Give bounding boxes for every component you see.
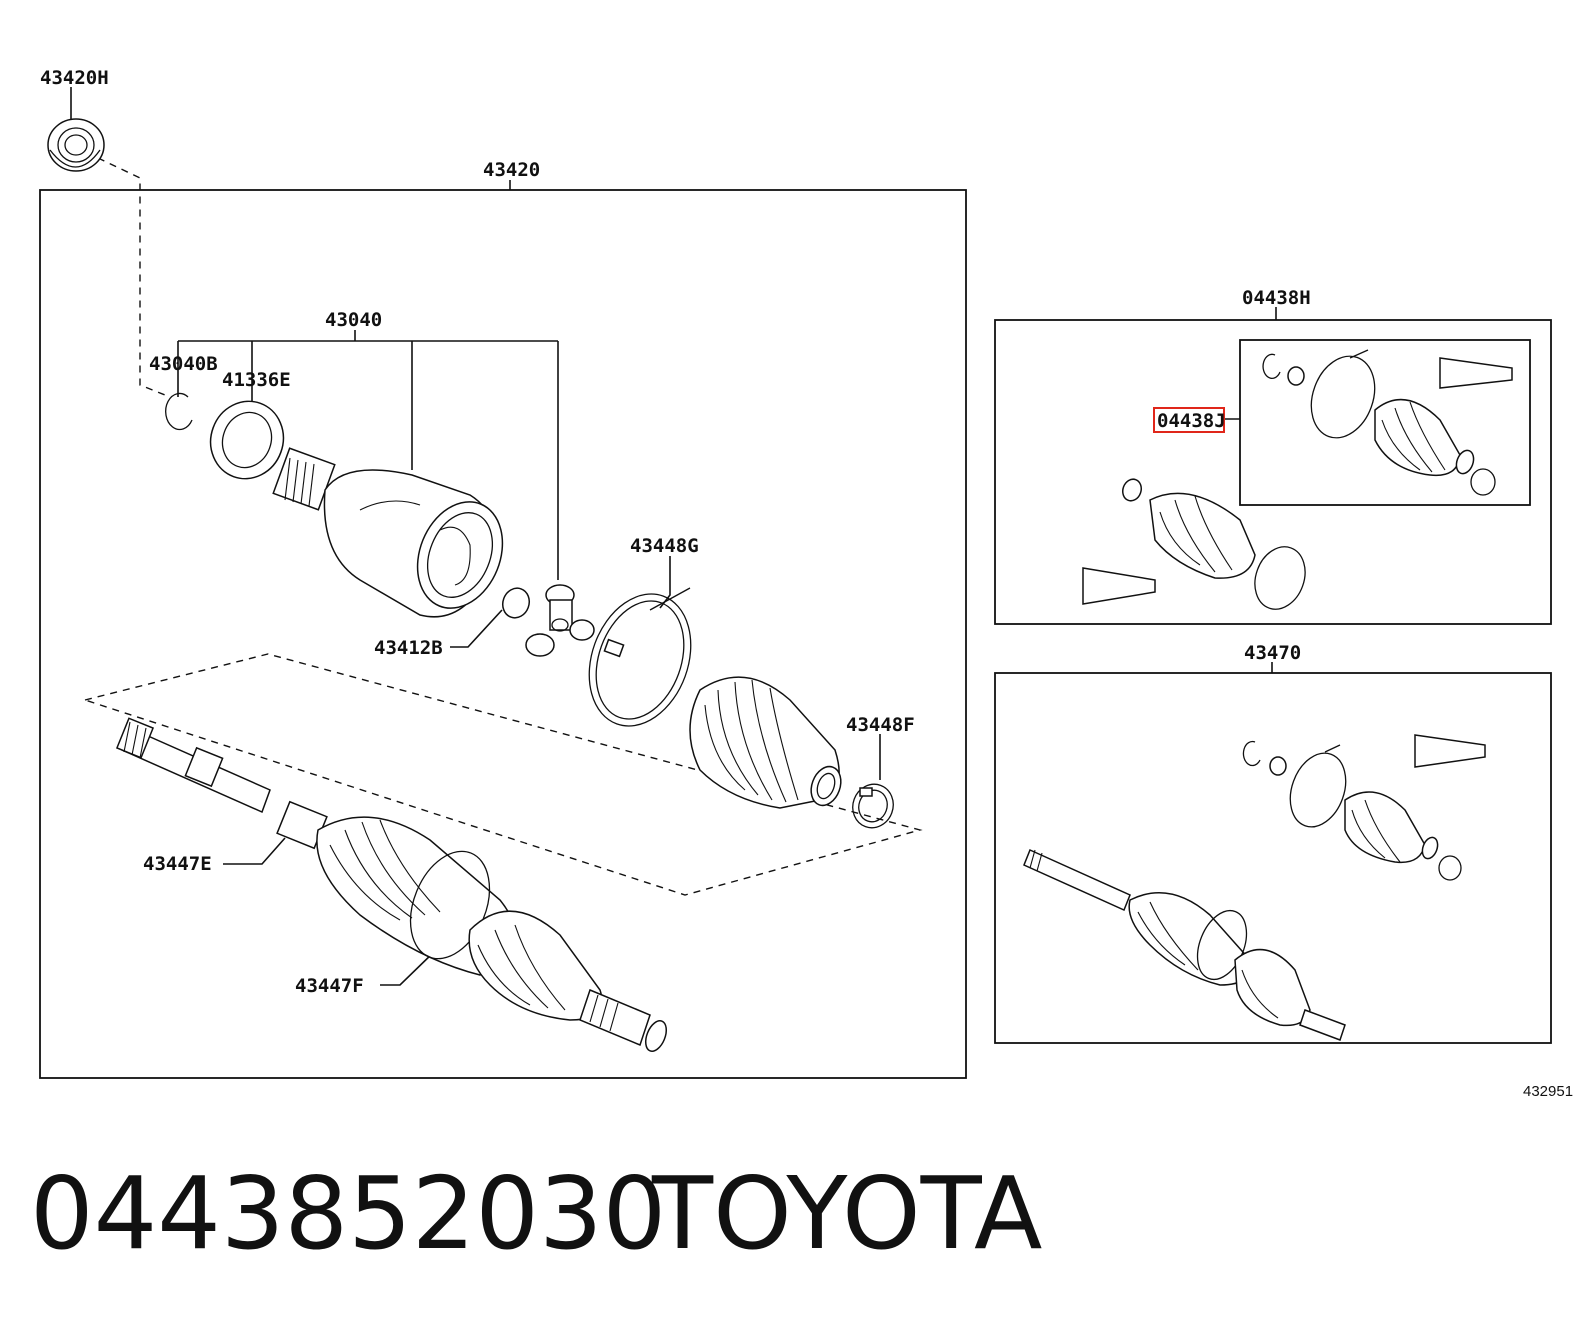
label-41336e: 41336E	[222, 369, 291, 391]
label-43040b: 43040B	[149, 353, 218, 375]
snap-ring-43040b	[165, 392, 193, 431]
frame-43420	[39, 189, 967, 1079]
boot-clamp-43448f	[852, 783, 894, 829]
leader-lines	[70, 87, 1277, 986]
boot-kit-04438h-parts	[1082, 478, 1306, 610]
label-43470: 43470	[1244, 642, 1301, 664]
label-43448f: 43448F	[846, 714, 915, 736]
boot-inboard	[689, 676, 842, 809]
diagram-ref-number: 432951	[1523, 1083, 1573, 1100]
frame-04438j-inner	[1239, 339, 1531, 506]
label-43040: 43040	[325, 309, 382, 331]
highlight-04438j	[1153, 407, 1225, 433]
frame-04438h	[994, 319, 1552, 625]
label-43447f: 43447F	[295, 975, 364, 997]
label-43412b: 43412B	[374, 637, 443, 659]
label-43448g: 43448G	[630, 535, 699, 557]
snap-ring-43412b	[502, 587, 530, 619]
shaft-assembly-43470-parts	[1023, 734, 1486, 1041]
label-43447e: 43447E	[143, 853, 212, 875]
label-43420: 43420	[483, 159, 540, 181]
boot-clamp-43448g	[588, 587, 692, 727]
dashed-assembly-outline	[82, 653, 923, 896]
seal-ring-41336e	[209, 400, 285, 480]
cv-joint-outboard	[272, 447, 504, 618]
caption-part-number: 0443852030	[30, 1155, 666, 1272]
caption-brand: TOYOTA	[651, 1155, 1042, 1272]
drive-shaft	[115, 717, 668, 1052]
oil-seal-43420h	[47, 118, 105, 172]
label-04438h: 04438H	[1242, 287, 1311, 309]
frame-43470	[994, 672, 1552, 1044]
label-43420h: 43420H	[40, 67, 109, 89]
label-04438j: 04438J	[1157, 410, 1226, 432]
tripod-joint	[525, 584, 595, 657]
boot-kit-04438j-parts	[1262, 349, 1513, 496]
